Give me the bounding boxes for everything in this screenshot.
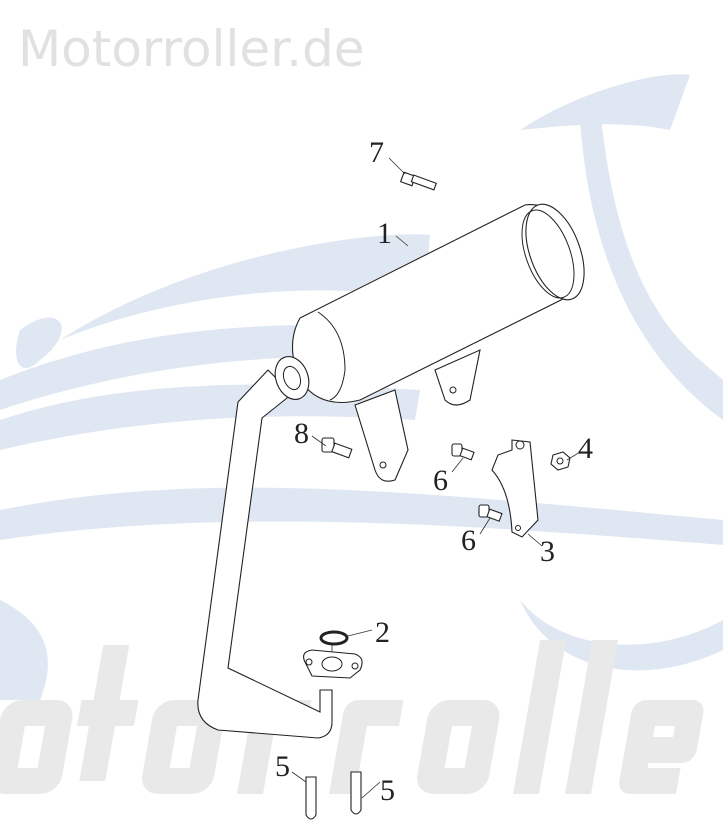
- part-6-bolt-upper: [451, 443, 475, 461]
- part-8-bolt: [321, 437, 353, 459]
- callout-5-left: 5: [275, 750, 290, 783]
- part-5-pin-right: [350, 771, 362, 815]
- callout-5-right: 5: [380, 774, 395, 807]
- watermark-top-text: Motorroller.de: [18, 20, 365, 78]
- callout-6-upper: 6: [433, 464, 448, 497]
- part-3-bracket: [491, 439, 539, 538]
- part-7-bolt: [399, 171, 438, 191]
- part-5-pin-left: [305, 776, 317, 820]
- part-6-bolt-lower: [478, 504, 503, 522]
- callout-1: 1: [377, 217, 392, 250]
- watermark-logo: Motorroller.de: [0, 20, 723, 794]
- exhaust-flange: [303, 649, 363, 679]
- watermark-bottom-logo: [0, 640, 704, 794]
- callout-7: 7: [369, 136, 384, 169]
- part-2-gasket: [319, 630, 349, 660]
- callout-8: 8: [294, 417, 309, 450]
- callout-3: 3: [540, 535, 555, 568]
- part-1-muffler: [274, 203, 585, 482]
- callout-6-lower: 6: [461, 524, 476, 557]
- exhaust-pipe: [197, 369, 333, 739]
- leader-lines: [291, 157, 581, 799]
- part-4-nut: [550, 451, 571, 471]
- callout-4: 4: [578, 432, 593, 465]
- callout-2: 2: [375, 616, 390, 649]
